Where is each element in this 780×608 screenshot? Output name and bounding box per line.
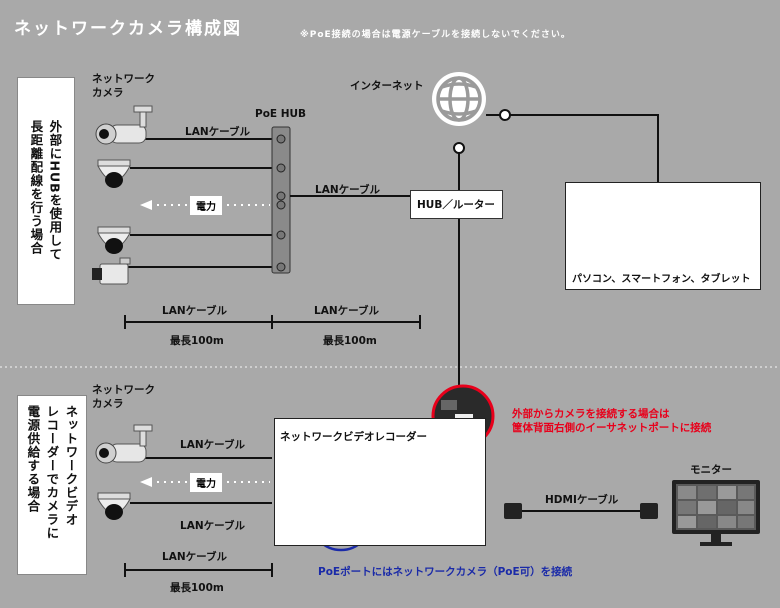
poe-hub-ports (276, 134, 286, 272)
top-measure-right-length: 最長100m (323, 335, 377, 347)
top-measure-left-length: 最長100m (170, 335, 224, 347)
top-power-label: 電力 (190, 196, 222, 215)
bottom-lan-cable-label-1: LANケーブル (180, 439, 245, 451)
monitor-icon (672, 480, 760, 546)
dome-camera-icon (97, 226, 131, 254)
hub-router-cable-label: LANケーブル (315, 184, 380, 196)
bottom-camera-cables (130, 457, 272, 504)
external-note-line2: 筐体背面右側のイーサネットポートに接続 (512, 422, 712, 434)
dome-camera-icon (97, 159, 131, 188)
poe-port-note: PoEポートにはネットワークカメラ（PoE可）を接続 (318, 566, 573, 578)
monitor-label: モニター (690, 464, 732, 476)
bullet-camera-icon (95, 105, 153, 145)
router-label: HUB／ルーター (417, 199, 495, 211)
nvr-label: ネットワークビデオレコーダー (280, 431, 427, 443)
bottom-measure-length: 最長100m (170, 582, 224, 594)
devices-box (565, 182, 761, 290)
internet-connector (499, 109, 511, 121)
internet-label: インターネット (350, 80, 424, 92)
bottom-side-label-box (17, 395, 87, 575)
top-side-label-col2: 長距離配線を行う場合 (28, 120, 44, 255)
top-camera-cables (125, 138, 272, 268)
nvr-box (274, 418, 486, 546)
bottom-camera-group-label: ネットワーク カメラ (92, 384, 155, 411)
page-title: ネットワークカメラ構成図 (14, 19, 242, 39)
top-measure-left-cable: LANケーブル (162, 305, 227, 317)
hdmi-cable-label: HDMIケーブル (545, 494, 619, 506)
top-side-label-box (17, 77, 75, 305)
internet-devices-cable (486, 114, 659, 182)
bottom-measure-lines (124, 563, 273, 577)
bottom-measure-cable: LANケーブル (162, 551, 227, 563)
poe-hub-label: PoE HUB (255, 108, 307, 120)
external-note-line1: 外部からカメラを接続する場合は (512, 408, 670, 420)
dome-camera-icon (97, 492, 131, 520)
top-measure-right-cable: LANケーブル (314, 305, 379, 317)
top-side-label-col1: 外部にHUBを使用して (47, 120, 63, 262)
bottom-side-label-col2: レコーダーでカメラに (44, 405, 60, 540)
bottom-side-label-col1: ネットワークビデオ (63, 405, 79, 527)
router-box (410, 190, 503, 219)
bottom-side-label-col3: 電源供給する場合 (25, 405, 41, 513)
top-camera-group-label: ネットワーク カメラ (92, 73, 155, 100)
bottom-power-label: 電力 (190, 473, 222, 492)
router-connector (453, 142, 465, 154)
globe-icon (432, 72, 486, 126)
poe-warning-note: ※PoE接続の場合は電源ケーブルを接続しないでください。 (300, 30, 571, 40)
bottom-power-arrow (140, 477, 152, 487)
box-camera-icon (92, 257, 131, 285)
devices-label: パソコン、スマートフォン、タブレット (572, 274, 751, 285)
hdmi-cable (504, 503, 658, 519)
top-power-arrow (140, 200, 152, 210)
bottom-lan-cable-label-2: LANケーブル (180, 520, 245, 532)
top-measure-lines (124, 315, 421, 329)
bullet-camera-icon (95, 424, 153, 464)
top-lan-cable-label: LANケーブル (185, 126, 250, 138)
